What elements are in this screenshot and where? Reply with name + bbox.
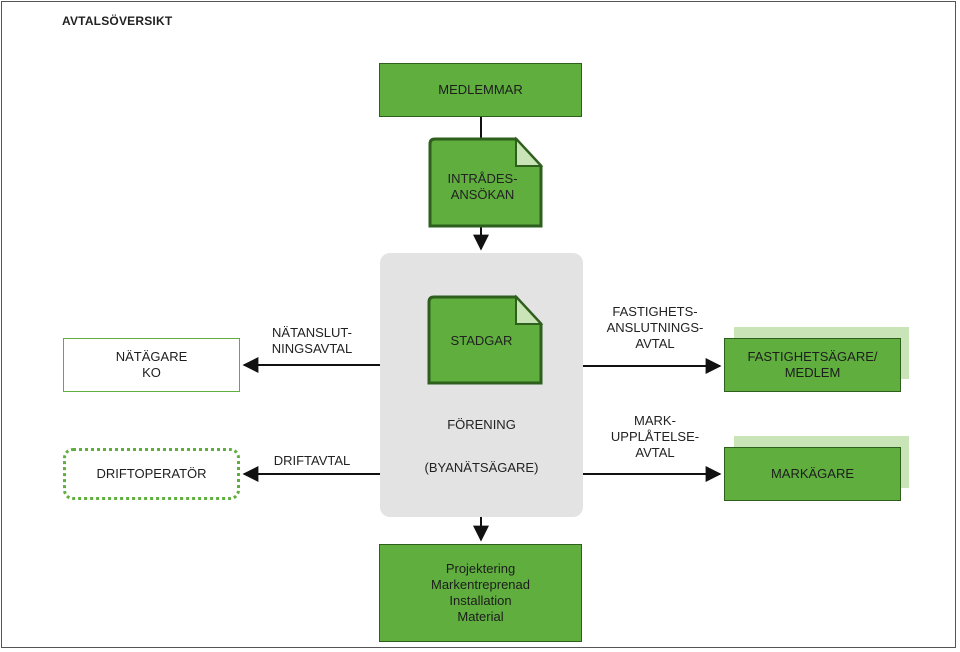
byanatsagare-label: (BYANÄTSÄGARE): [424, 460, 539, 475]
diagram-title: AVTALSÖVERSIKT: [62, 14, 173, 28]
natagare-node: NÄTÄGARE KO: [63, 338, 240, 392]
markupplatelseavtal-label: MARK- UPPLÅTELSE- AVTAL: [610, 413, 700, 460]
natanslutningsavtal-label: NÄTANSLUT- NINGSAVTAL: [271, 325, 353, 356]
stadgar-document-icon: [427, 294, 544, 385]
markagare-node: MARKÄGARE: [724, 447, 901, 501]
intradesansokan-label: INTRÅDES- ANSÖKAN: [447, 171, 518, 202]
medlemmar-node: MEDLEMMAR: [379, 63, 582, 117]
stadgar-label: STADGAR: [450, 333, 513, 348]
forening-label: FÖRENING: [447, 417, 516, 432]
driftavtal-label: DRIFTAVTAL: [273, 453, 351, 468]
fastighetsanslutningsavtal-label: FASTIGHETS- ANSLUTNINGS- AVTAL: [606, 304, 704, 351]
projektering-node: Projektering Markentreprenad Installatio…: [379, 544, 582, 642]
fastighetsagare-node: FASTIGHETSÄGARE/ MEDLEM: [724, 338, 901, 392]
driftoperator-node: DRIFTOPERATÖR: [63, 448, 240, 500]
intradesansokan-document-icon: [428, 136, 544, 228]
